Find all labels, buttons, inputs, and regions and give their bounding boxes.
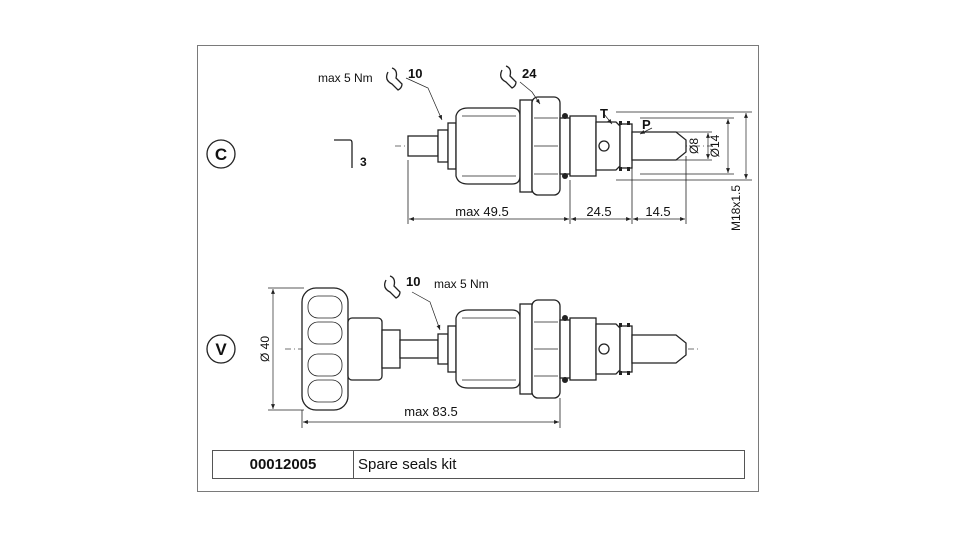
wrench-icon (384, 275, 401, 299)
view-v-torque-note: max 5 Nm (434, 277, 489, 291)
drawing-frame (197, 45, 759, 492)
view-c-torque-note: max 5 Nm (318, 71, 373, 85)
hex-key-size: 3 (360, 155, 367, 169)
valve-body (455, 107, 521, 185)
spool-section (595, 323, 687, 375)
view-c-wrench-large: 24 (522, 66, 537, 81)
port-p-label: P (642, 117, 651, 132)
dim-length-total: max 83.5 (404, 404, 457, 419)
wrench-icon (386, 67, 403, 91)
view-v-letter: V (215, 340, 227, 359)
part-code: 00012005 (213, 451, 354, 478)
dim-length-tip: 14.5 (645, 204, 670, 219)
knob-hub (347, 317, 457, 381)
view-c-letter: C (215, 145, 227, 164)
thread-section (559, 113, 597, 179)
view-v-label: V (206, 334, 236, 364)
dim-length-mid: 24.5 (586, 204, 611, 219)
view-v: V (206, 274, 700, 428)
dim-dia-large: Ø14 (708, 134, 722, 157)
dim-thread: M18x1.5 (729, 185, 743, 231)
view-v-wrench-small: 10 (406, 274, 420, 289)
port-t-label: T (600, 106, 608, 121)
dim-knob-dia: Ø 40 (258, 336, 272, 362)
hex-key-icon (334, 139, 353, 168)
hand-knob (301, 287, 349, 411)
valve-body (455, 309, 521, 389)
knob-diameter-dimension (268, 287, 304, 411)
dim-length-main: max 49.5 (455, 204, 508, 219)
diameter-dimensions (616, 111, 752, 181)
view-c: C 3 (206, 65, 752, 231)
length-dimensions (407, 156, 687, 224)
view-c-label: C (206, 139, 236, 169)
view-c-wrench-small: 10 (408, 66, 422, 81)
spool-section (595, 121, 687, 171)
total-length-dimension (301, 398, 561, 428)
adjustment-stem (407, 122, 457, 170)
parts-table: 00012005 Spare seals kit (212, 450, 745, 479)
part-description: Spare seals kit (358, 456, 457, 473)
hex-nut (519, 96, 561, 196)
hex-nut (519, 299, 561, 399)
thread-section (559, 315, 597, 383)
dim-dia-small: Ø8 (687, 138, 701, 154)
wrench-icon (500, 65, 517, 89)
